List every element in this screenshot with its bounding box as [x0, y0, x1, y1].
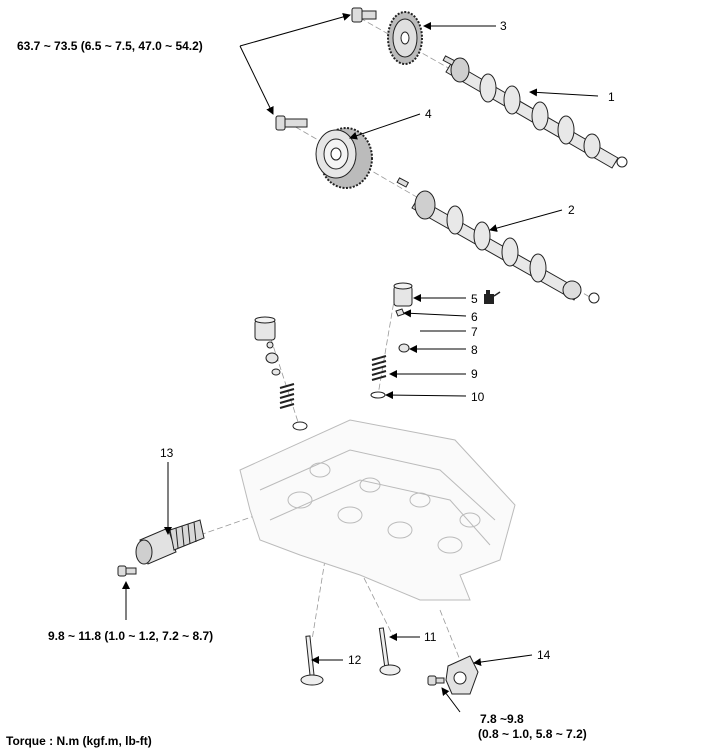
exhaust-cvvt-sprocket	[387, 11, 423, 65]
camshaft-intake	[411, 190, 600, 304]
callout-5: 5	[471, 292, 478, 306]
callout-8: 8	[471, 343, 478, 357]
torque-spec-sensor-line2: (0.8 ~ 1.0, 5.8 ~ 7.2)	[478, 727, 587, 741]
callout-1: 1	[608, 90, 615, 104]
callout-11: 11	[424, 630, 437, 644]
callout-13: 13	[160, 446, 174, 460]
torque-spec-ocv-bolt: 9.8 ~ 11.8 (1.0 ~ 1.2, 7.2 ~ 8.7)	[48, 629, 214, 643]
callout-2: 2	[568, 203, 575, 217]
intake-valve	[300, 635, 324, 686]
oil-control-valve	[135, 519, 205, 565]
sprocket-bolt-lower	[275, 115, 308, 131]
torque-spec-sensor-line1: 7.8 ~9.8	[480, 712, 524, 726]
ocv-bolt	[117, 565, 137, 577]
callout-9: 9	[471, 367, 478, 381]
cylinder-head	[239, 419, 516, 601]
callout-4: 4	[425, 107, 432, 121]
torque-spec-camshaft-sprocket: 63.7 ~ 73.5 (6.5 ~ 7.5, 47.0 ~ 54.2)	[17, 39, 203, 53]
exhaust-valve	[378, 627, 401, 676]
intake-cvvt-assembly	[315, 127, 373, 189]
callout-12: 12	[348, 653, 362, 667]
callout-3: 3	[500, 19, 507, 33]
callout-10: 10	[471, 390, 485, 404]
callout-6: 6	[471, 310, 478, 324]
callout-14: 14	[537, 648, 551, 662]
dowel-pins	[396, 55, 456, 188]
sensor-bolt	[427, 675, 445, 686]
torque-unit-note: Torque : N.m (kgf.m, lb-ft)	[6, 734, 152, 748]
cam-position-sensor	[445, 655, 479, 695]
valve-train-stack-left	[254, 316, 308, 431]
callout-7: 7	[471, 325, 478, 339]
camshaft-exhaust	[445, 57, 628, 169]
oil-can-icon	[484, 290, 501, 304]
valve-train-stack-right	[370, 282, 413, 399]
sprocket-bolt-upper	[351, 7, 377, 23]
callout-leader-lines	[164, 22, 599, 667]
torque-leader-lines	[122, 13, 461, 713]
